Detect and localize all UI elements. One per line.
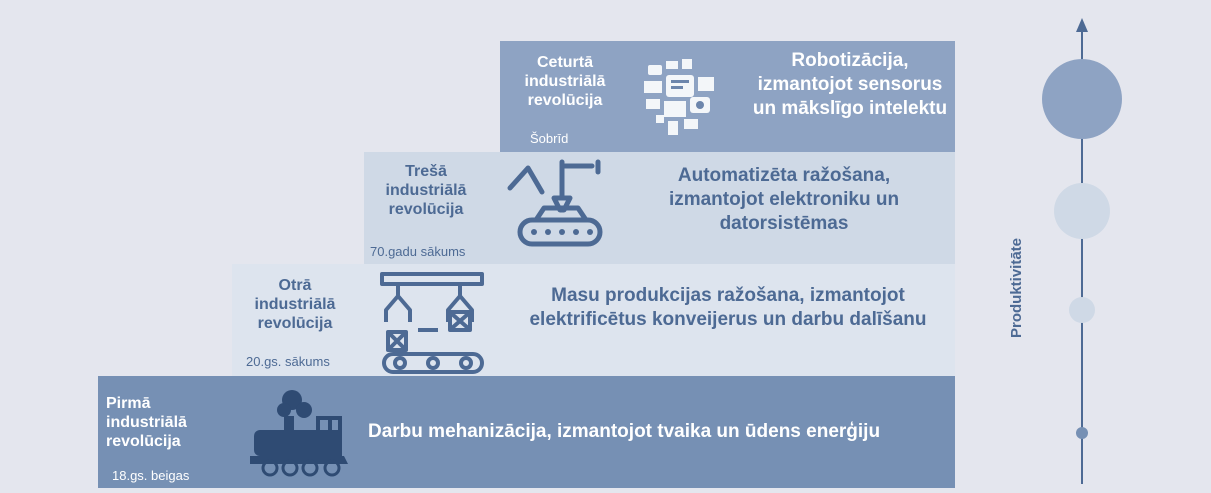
revolution-description: Masu produkcijas ražošana, izmantojot el… [529, 285, 927, 330]
productivity-level-circle [1076, 427, 1088, 439]
productivity-arrow-icon [1076, 18, 1088, 32]
productivity-level-circle [1069, 297, 1095, 323]
revolution-date: 20.gs. sākums [246, 354, 330, 369]
step-second-revolution: Otrā industriālā revolūcija 20.gs. sākum… [232, 264, 955, 380]
revolution-title: Ceturtā industriālā revolūcija [524, 54, 606, 109]
revolution-date: 70.gadu sākums [370, 244, 466, 259]
revolution-title: Trešā industriālā revolūcija [385, 163, 467, 218]
data-cloud-icon [644, 59, 714, 135]
revolution-title: Pirmā industriālā revolūcija [106, 395, 187, 450]
steam-locomotive-icon [250, 390, 348, 477]
productivity-circles [1042, 59, 1122, 439]
revolution-title: Otrā industriālā revolūcija [254, 277, 336, 332]
revolution-description: Darbu mehanizācija, izmantojot tvaika un… [368, 421, 881, 442]
step-first-revolution: Pirmā industriālā revolūcija 18.gs. beig… [98, 376, 955, 488]
robot-arm-icon [507, 159, 603, 247]
productivity-level-circle [1042, 59, 1122, 139]
productivity-level-circle [1054, 183, 1110, 239]
step-fourth-revolution: Ceturtā industriālā revolūcija Šobrīd [500, 41, 955, 157]
revolution-date: 18.gs. beigas [112, 468, 190, 483]
revolution-description: Robotizācija, izmantojot sensorus un māk… [752, 50, 948, 119]
step-third-revolution: Trešā industriālā revolūcija 70.gadu sāk… [364, 152, 955, 268]
conveyor-belt-icon [380, 272, 484, 374]
industrial-revolutions-diagram: Ceturtā industriālā revolūcija Šobrīd [8, 8, 1203, 488]
revolution-date: Šobrīd [530, 131, 569, 146]
revolution-description: Automatizēta ražošana, izmantojot elektr… [668, 165, 900, 234]
